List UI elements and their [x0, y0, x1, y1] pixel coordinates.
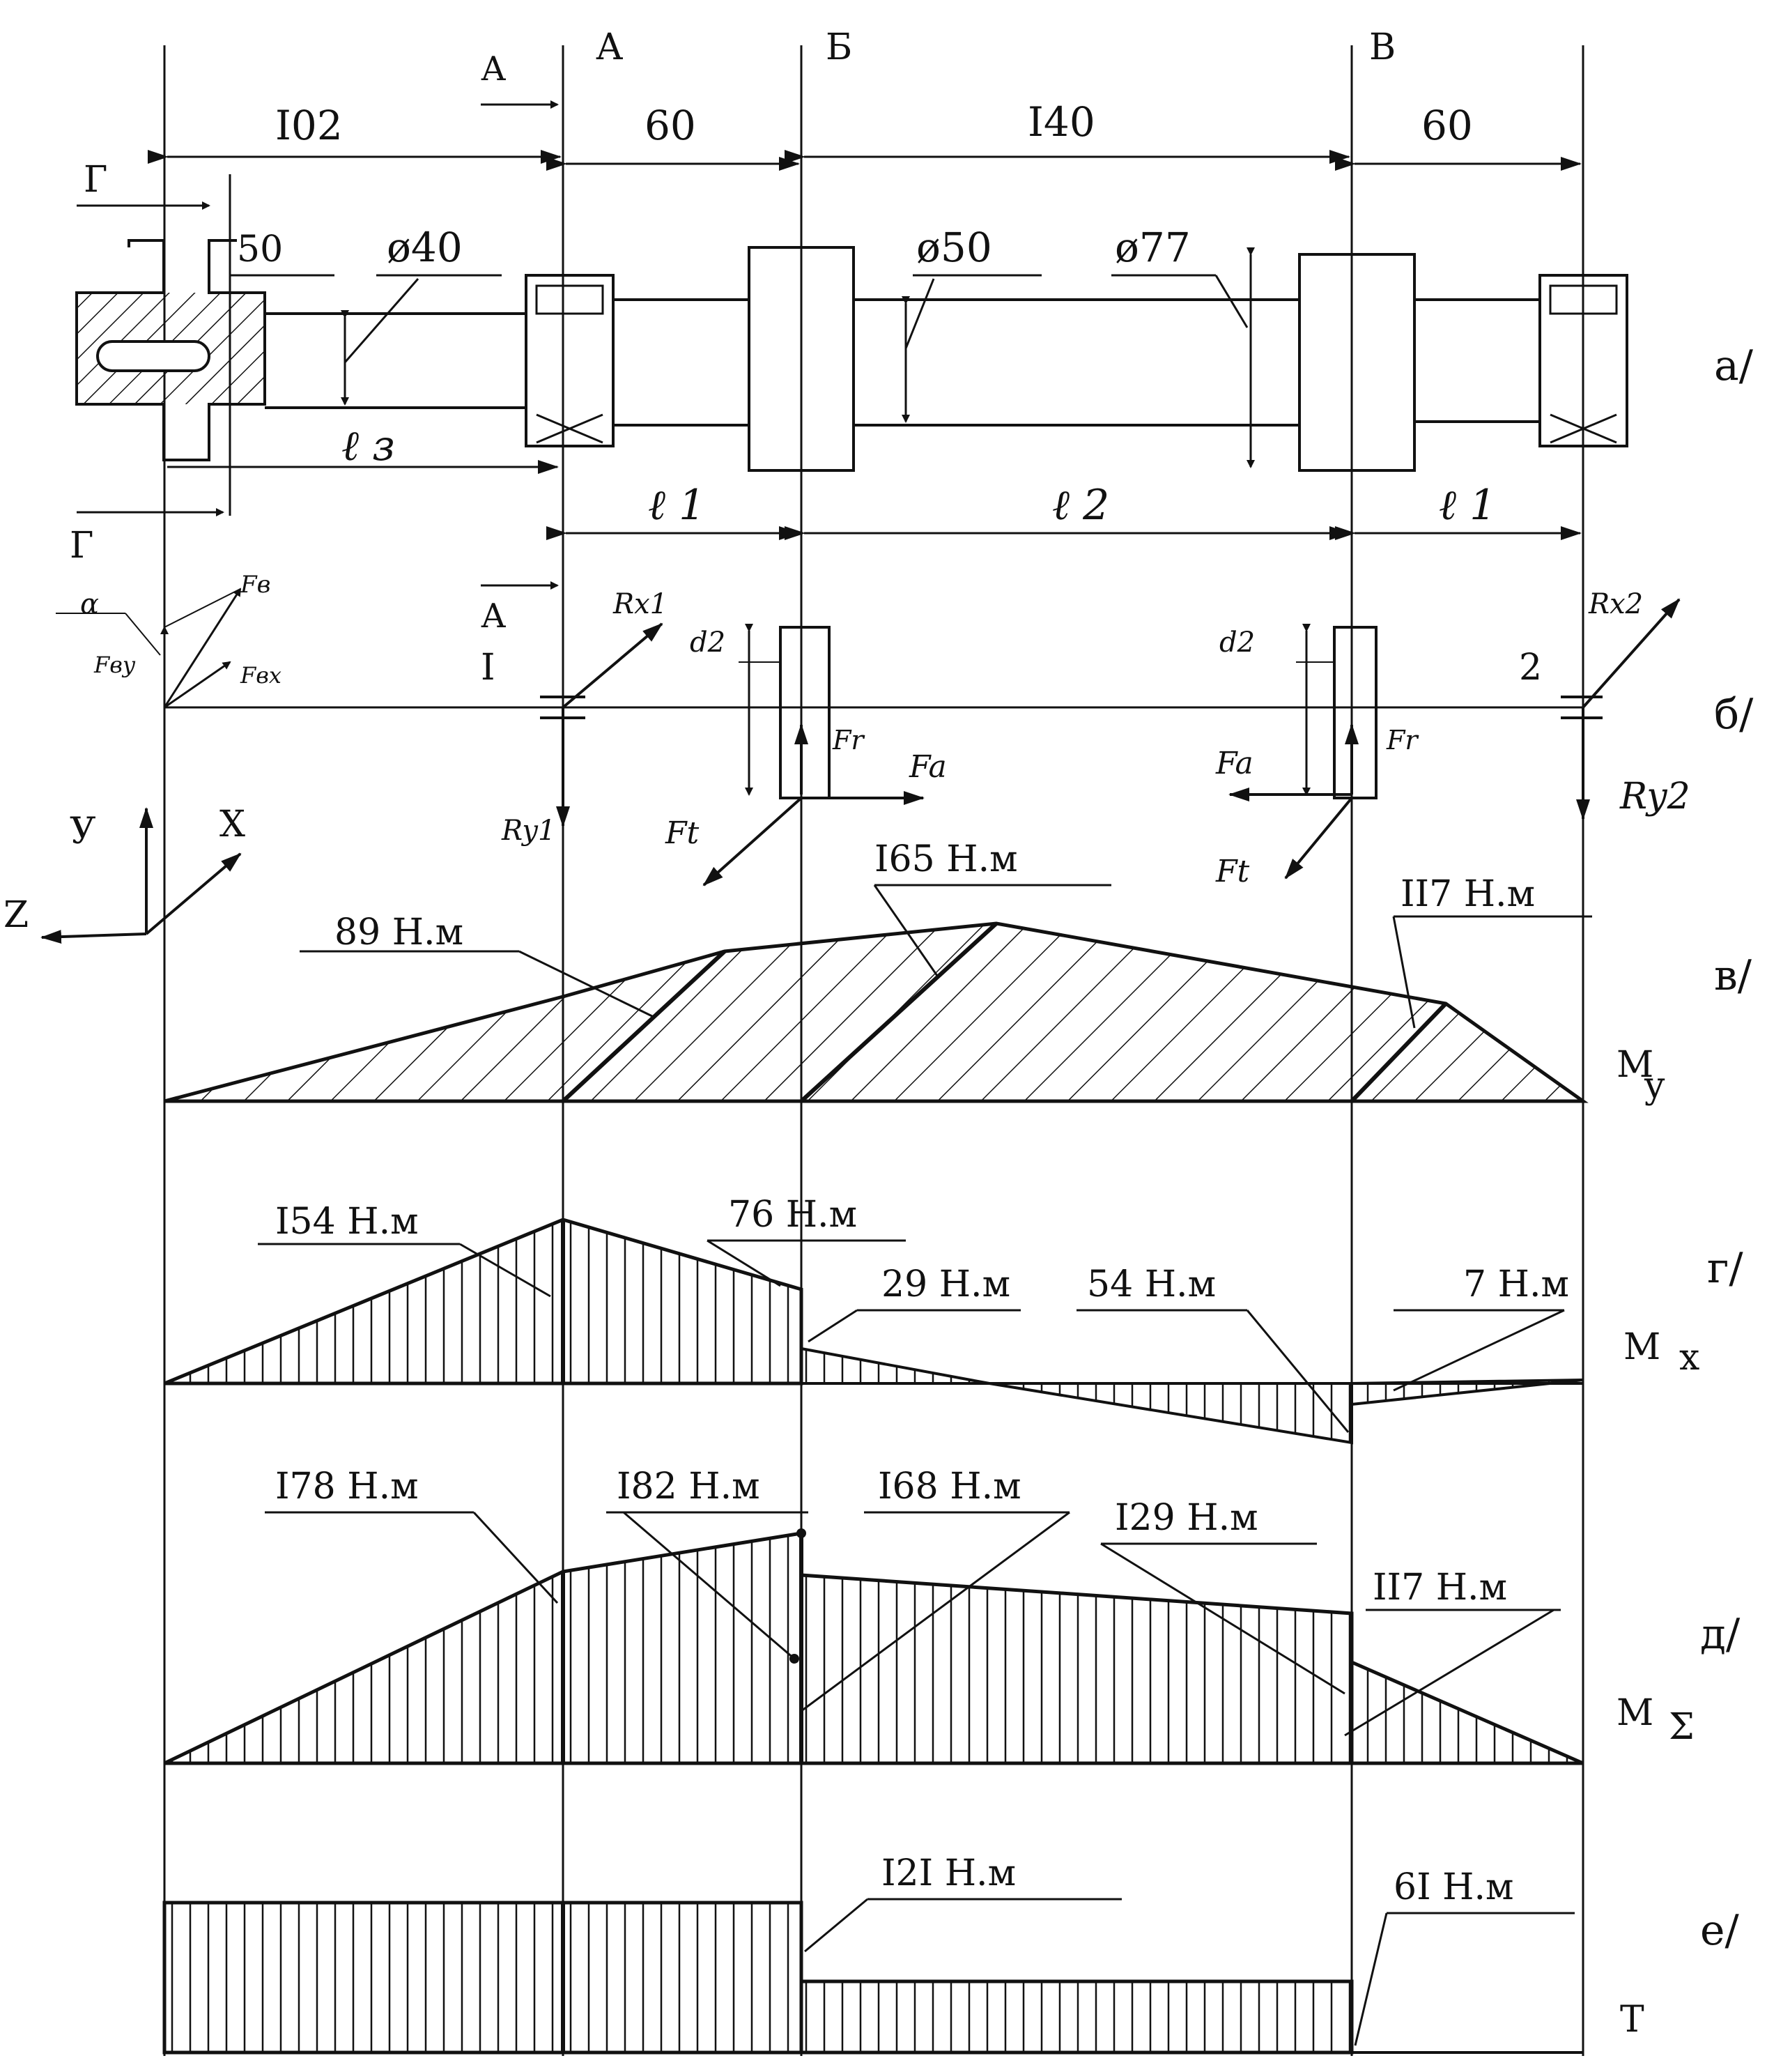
moment-my-165: I65 Н.м — [874, 838, 1018, 880]
moment-mx-7: 7 Н.м — [1463, 1264, 1569, 1305]
axis-x-label: X — [219, 804, 245, 845]
diagram-mx-label: M — [1623, 1326, 1660, 1368]
section-b-label: Б — [826, 26, 852, 68]
moment-mx-54: 54 Н.м — [1087, 1264, 1216, 1305]
reaction-ry2: Ry2 — [1619, 776, 1690, 818]
force-fa-left: Fa — [909, 749, 947, 785]
diagram-mx-sub: x — [1679, 1337, 1699, 1379]
angle-alpha: α — [80, 588, 99, 620]
panel-e-label: е/ — [1700, 1906, 1740, 1955]
panel-d-label: д/ — [1700, 1610, 1741, 1659]
top-dimensions: I02 60 I40 60 — [148, 98, 1582, 171]
dim-d2-right: d2 — [1219, 627, 1255, 659]
torque-61: 6I Н.м — [1394, 1866, 1513, 1908]
dim-l2: ℓ 2 — [1052, 481, 1109, 530]
panel-b-label: б/ — [1714, 690, 1754, 739]
dim-l3: ℓ з — [341, 422, 395, 470]
panel-v-label: в/ — [1714, 951, 1752, 1000]
diagram-msum-label: M — [1617, 1692, 1653, 1734]
torque-121: I2I Н.м — [881, 1852, 1016, 1894]
dim-phi77: ø77 — [1115, 224, 1191, 271]
cut-g-top: Г — [84, 159, 107, 201]
moment-msum-168: I68 Н.м — [878, 1466, 1021, 1507]
dim-phi50: ø50 — [916, 224, 992, 271]
diagram-my-sub: y — [1644, 1065, 1665, 1107]
reaction-rx1: Rx1 — [612, 588, 668, 620]
section-a-label: А — [596, 26, 623, 68]
dim-50: 50 — [237, 229, 283, 270]
moment-mx-76: 76 Н.м — [728, 1194, 857, 1236]
panel-a-label: а/ — [1714, 342, 1754, 390]
cut-g-bottom: Г — [70, 525, 93, 567]
moment-mx-154: I54 Н.м — [275, 1201, 419, 1243]
moment-my-89: 89 Н.м — [334, 912, 463, 953]
moment-my-117-top: II7 Н.м — [1401, 873, 1535, 915]
cut-a-lower: А — [481, 597, 506, 636]
dim-140: I40 — [1028, 98, 1095, 146]
force-fbx: Fвх — [240, 662, 281, 689]
force-fr-right: Fr — [1386, 725, 1419, 755]
force-fby: Fву — [93, 652, 136, 678]
diagram-my: 89 Н.м I65 Н.м II7 Н.м в/ M y — [164, 838, 1752, 1107]
diagram-msum: I78 Н.м I82 Н.м I68 Н.м I29 Н.м II7 Н.м … — [163, 1466, 1741, 1765]
section-markers: А А Б В — [481, 26, 1396, 109]
shaft-drawing: Г Г 50 ø40 ø50 ø77 — [70, 159, 1754, 567]
moment-msum-129: I29 Н.м — [1115, 1497, 1258, 1539]
panel-g-label: г/ — [1707, 1244, 1743, 1293]
dim-phi40: ø40 — [387, 224, 463, 271]
diagram-t-label: T — [1620, 1999, 1644, 2041]
diagram-my-label: M — [1617, 1044, 1653, 1086]
dim-60-right: 60 — [1421, 102, 1473, 149]
dim-60-left: 60 — [645, 102, 696, 149]
force-fr-left: Fr — [832, 725, 865, 755]
support-2-label: 2 — [1519, 647, 1542, 689]
dim-d2-left: d2 — [690, 627, 725, 659]
reaction-rx2: Rx2 — [1588, 588, 1643, 620]
section-v-label: В — [1369, 26, 1396, 68]
diagram-msum-sub: Σ — [1669, 1706, 1695, 1748]
moment-msum-182: I82 Н.м — [617, 1466, 760, 1507]
dim-l1-left: ℓ 1 — [648, 481, 705, 530]
moment-msum-178: I78 Н.м — [275, 1466, 419, 1507]
moment-msum-117: II7 Н.м — [1373, 1567, 1507, 1609]
dim-102: I02 — [275, 102, 343, 149]
dim-l1-right: ℓ 1 — [1439, 481, 1496, 530]
support-1-label: I — [481, 647, 495, 689]
force-ft-left: Ft — [665, 815, 700, 851]
reaction-ry1: Ry1 — [501, 815, 555, 847]
diagram-mx: I54 Н.м 76 Н.м 29 Н.м 54 Н.м 7 Н.м г/ M … — [164, 1194, 1743, 1445]
axis-z-label: Z — [3, 894, 29, 936]
axis-y-label: У — [70, 811, 96, 852]
force-ft-right: Ft — [1215, 854, 1250, 889]
force-fa-right: Fa — [1215, 746, 1253, 781]
cut-a-label: А — [481, 49, 506, 89]
moment-mx-29: 29 Н.м — [881, 1264, 1010, 1305]
force-fb: Fв — [240, 571, 270, 599]
force-scheme: Fв Fву Fвх α А I Rx1 Ry1 d2 Fr Fa Ft d2 — [3, 571, 1754, 944]
diagram-t: I2I Н.м 6I Н.м е/ T — [162, 1852, 1740, 2055]
